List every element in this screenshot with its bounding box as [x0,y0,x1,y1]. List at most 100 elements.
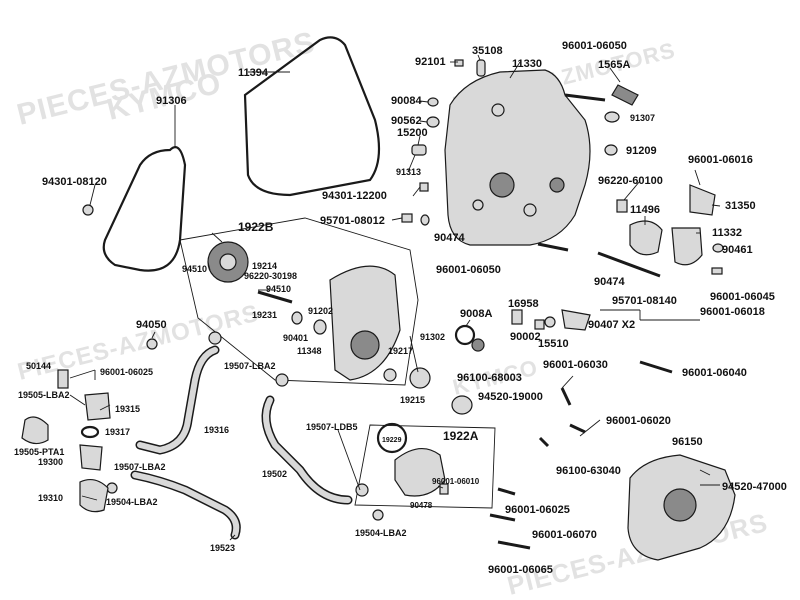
assembly-outline-1922A [354,424,496,509]
label-19310: 19310 [38,493,63,503]
nut-94050 [146,338,158,350]
label-19214: 19214 [252,261,277,271]
filler-oring [604,111,620,123]
water-pump-cover [329,265,401,381]
label-1922A: 1922A [443,429,479,443]
label-19505-lba2: 19505-LBA2 [18,390,70,400]
label-90401: 90401 [283,333,308,343]
water-pump-boss [350,330,380,360]
oring-9008A [454,324,476,346]
sensor-15200 [411,144,427,156]
label-15200: 15200 [397,127,428,139]
label-15510: 15510 [538,338,569,350]
sprocket-hub [219,253,237,271]
label-9008A: 9008A [460,308,492,320]
label-19523: 19523 [210,543,235,553]
label-96220-60100: 96220-60100 [598,175,663,187]
label-91202: 91202 [308,306,333,316]
bearing-91202 [313,319,327,335]
label-94301-08120: 94301-08120 [42,176,107,188]
label-96001-06020: 96001-06020 [606,415,671,427]
hose-19505-pta1 [21,416,49,445]
label-91306: 91306 [156,95,187,107]
label-96001-06018: 96001-06018 [700,306,765,318]
label-50144: 50144 [26,361,51,371]
water-temp-sensor [689,184,716,216]
label-96001-06025-a: 96001-06025 [100,367,153,377]
cover-hole-a [472,199,484,211]
label-90002: 90002 [510,331,541,343]
long-bolt-mid [537,242,569,252]
label-11394: 11394 [238,67,269,79]
label-11332: 11332 [712,227,742,239]
label-19231: 19231 [252,310,277,320]
bolt-96001-06070 [489,513,516,522]
cover-gasket [102,146,187,272]
label-96001-06045: 96001-06045 [710,291,775,303]
thermostat-19300 [79,444,103,471]
label-96001-06016: 96001-06016 [688,154,753,166]
label-35108: 35108 [472,45,503,57]
generator-boss [663,488,697,522]
label-91209: 91209 [626,145,657,157]
label-19315: 19315 [115,404,140,414]
label-90474-a: 90474 [434,232,465,244]
impeller-19217 [409,367,431,389]
label-19215: 19215 [400,395,425,405]
long-bolt-top [564,93,606,102]
housing-19310 [79,478,109,513]
hose-19502-fill [263,397,351,503]
label-96150: 96150 [672,436,703,448]
cover-bearing-boss [489,172,515,198]
oring-91209 [604,144,618,156]
bracket-90407 [561,309,591,331]
clamp-19504-b [372,509,384,521]
label-95701-08012: 95701-08012 [320,215,385,227]
gasket-19229 [376,422,408,454]
label-90407x2: 90407 X2 [588,319,635,331]
dowel-pin-left [82,204,94,216]
label-31350: 31350 [725,200,756,212]
label-19505-pta1: 19505-PTA1 [14,447,64,457]
cover-hole-b [523,203,537,217]
label-91313: 91313 [396,167,421,177]
label-96001-06070: 96001-06070 [532,529,597,541]
label-96220-30198: 96220-30198 [244,271,297,281]
bolt-96001-06030-c [538,436,550,448]
washer-90401 [291,311,303,325]
label-91307: 91307 [630,113,655,123]
label-96001-06040: 96001-06040 [682,367,747,379]
label-96001-06030: 96001-06030 [543,359,608,371]
dowel-94301-12200 [419,182,429,192]
washer-90562 [426,116,440,128]
label-90084: 90084 [391,95,422,107]
hose-19523-fill [132,472,240,538]
label-19317: 19317 [105,427,130,437]
washer-90474-a [420,214,430,226]
bolt-16958 [534,319,545,330]
clamp-19507-a [208,331,222,345]
label-94301-12200: 94301-12200 [322,190,387,202]
label-19507-lba2-a: 19507-LBA2 [224,361,276,371]
bracket-50144 [57,369,69,389]
label-19217: 19217 [388,346,413,356]
cover-hole-c [491,103,505,117]
label-96100-68003: 96100-68003 [457,372,522,384]
label-19229: 19229 [382,437,402,444]
bolt-90461 [712,243,724,253]
label-1922B: 1922B [238,220,274,234]
water-pump-housing [394,448,446,497]
bolt-96001-06030-b [569,423,586,434]
label-19504-lba2-a: 19504-LBA2 [106,497,158,507]
label-19502: 19502 [262,469,287,479]
thermostat-cover [671,227,703,266]
hose-19316-fill [137,347,218,454]
bolt-96001-06025-b [497,487,516,496]
label-19316: 19316 [204,425,229,435]
label-92101: 92101 [415,56,446,68]
oil-filler-plug [611,84,639,106]
bolt-90478 [439,483,449,495]
leader-lines [69,54,721,541]
thermostat-cap-19315 [84,392,111,421]
